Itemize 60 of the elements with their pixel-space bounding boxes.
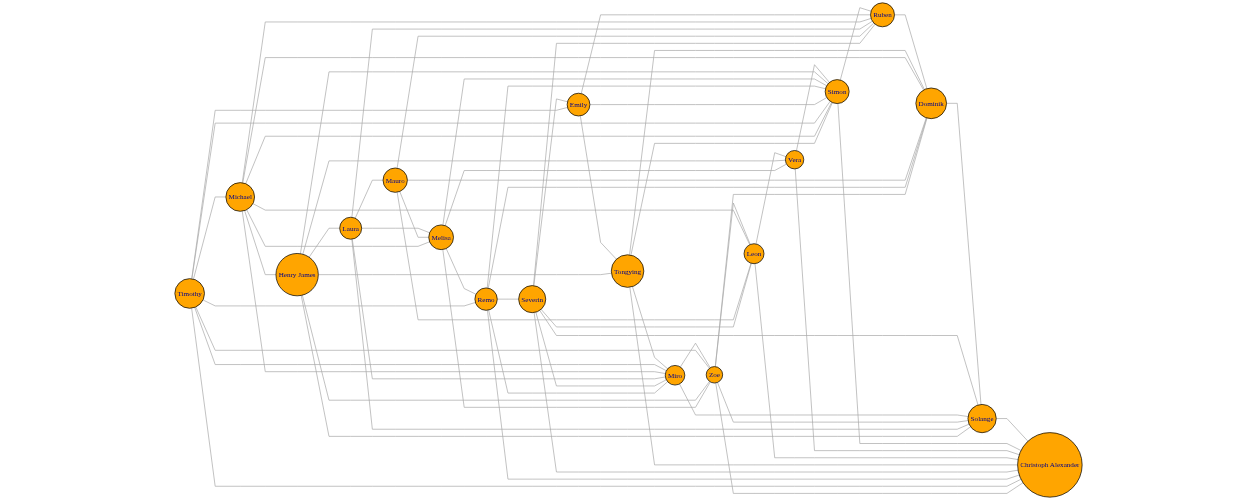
connector xyxy=(794,168,1020,456)
connector xyxy=(191,307,1022,487)
connector xyxy=(442,249,711,408)
connector xyxy=(629,50,925,256)
connector xyxy=(630,102,833,256)
connector xyxy=(755,152,787,245)
connector xyxy=(361,227,430,234)
connector xyxy=(317,272,612,275)
connector xyxy=(308,227,341,258)
connector xyxy=(399,191,430,238)
connector xyxy=(302,159,786,255)
connector xyxy=(632,286,668,370)
connector xyxy=(995,418,1029,442)
connector xyxy=(837,103,1022,451)
connector xyxy=(300,295,971,437)
connector xyxy=(946,102,982,405)
connector xyxy=(629,286,1018,466)
connector xyxy=(244,210,277,275)
connector xyxy=(715,382,1024,494)
connector xyxy=(533,98,568,287)
connector xyxy=(302,294,710,401)
connector xyxy=(351,238,666,380)
connector xyxy=(407,117,927,181)
connector xyxy=(396,22,875,169)
connector xyxy=(796,64,830,152)
connector xyxy=(754,263,1019,460)
connector xyxy=(488,309,668,394)
connector xyxy=(535,311,667,387)
connector xyxy=(351,238,970,430)
connector xyxy=(487,117,927,289)
connector xyxy=(202,299,476,307)
connector xyxy=(496,298,519,300)
connector xyxy=(533,23,876,286)
connector xyxy=(539,310,979,406)
connector xyxy=(191,100,831,280)
connector xyxy=(241,18,872,184)
connector xyxy=(354,179,384,219)
connector xyxy=(300,71,829,255)
connector xyxy=(580,14,871,94)
connector xyxy=(540,262,752,328)
connector xyxy=(191,107,568,280)
connector xyxy=(714,117,928,367)
connector xyxy=(396,191,752,321)
connector xyxy=(589,97,828,105)
connector xyxy=(839,7,872,81)
connector xyxy=(717,382,969,423)
connector xyxy=(193,196,227,280)
connector xyxy=(894,14,928,89)
connector xyxy=(252,203,751,246)
connector xyxy=(486,85,826,289)
connector xyxy=(245,101,833,185)
connector xyxy=(351,20,873,218)
connector xyxy=(246,209,430,247)
connector xyxy=(442,78,828,226)
connector xyxy=(679,383,969,417)
connector xyxy=(242,57,924,184)
connector xyxy=(444,163,787,226)
connector xyxy=(579,115,617,260)
connector xyxy=(445,248,477,295)
connector xyxy=(241,210,666,374)
